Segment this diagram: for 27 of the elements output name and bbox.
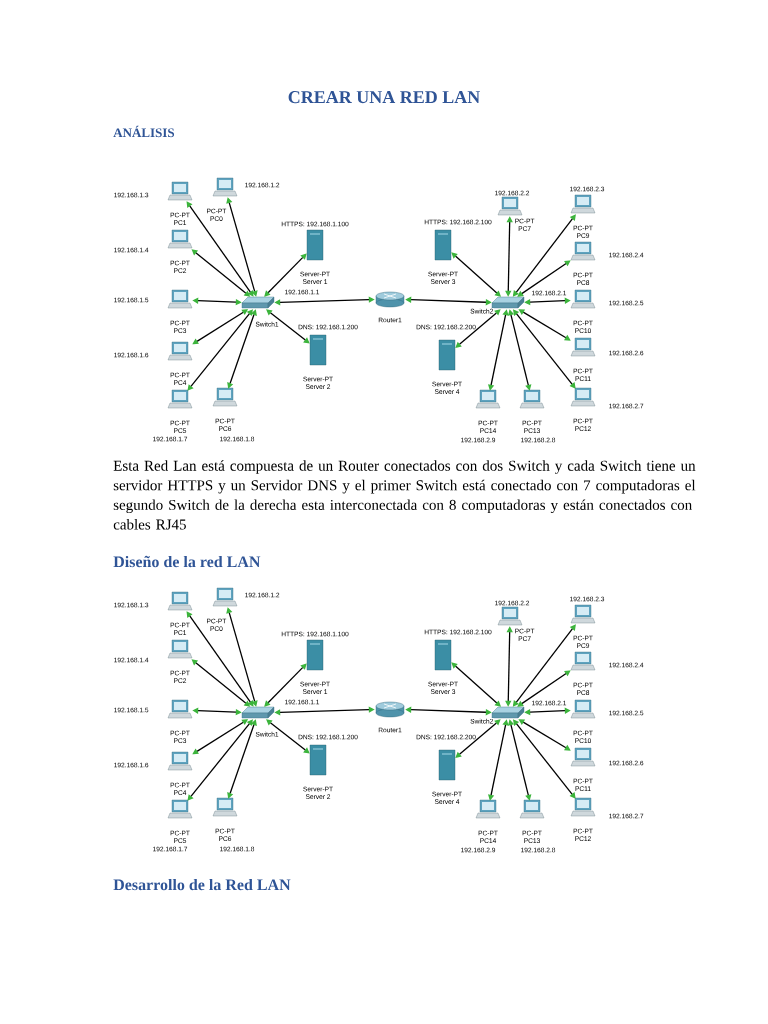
cable-line: [226, 197, 258, 297]
cable-line: [507, 719, 532, 801]
cable-line: [264, 253, 307, 297]
cable-line: [517, 670, 571, 707]
cable-line: [507, 309, 532, 391]
section-heading: Diseño de la red LAN: [113, 555, 261, 568]
cable-line: [227, 309, 257, 389]
cable-line: [187, 719, 253, 801]
cable-line: [187, 309, 253, 391]
cable-line: [518, 309, 571, 341]
cable-line: [266, 719, 310, 754]
cable-line: [226, 607, 258, 707]
cable-line: [451, 252, 501, 297]
cable-line: [518, 719, 571, 751]
cable-line: [451, 662, 501, 707]
cable-line: [455, 719, 501, 758]
paragraph: Esta Red Lan está compuesta de un Router conectados con dos Switch y cada Switch tiene un servidor HTTPS y un Servidor DNS y el primer Switch está conectado con 7 computadoras el segundo Switch de la derecha esta interconectada con 8 computadoras y están conectados con cables RJ45: [113, 460, 696, 530]
cable-line: [455, 309, 501, 348]
section-heading: Desarrollo de la Red LAN: [113, 878, 291, 891]
cable-line: [266, 309, 310, 344]
cable-line: [227, 719, 257, 799]
cable-line: [264, 663, 307, 707]
section-heading: ANÁLISIS: [113, 125, 175, 138]
cable-line: [517, 260, 571, 297]
cable-line: [186, 611, 254, 707]
title: CREAR UNA RED LAN: [288, 91, 480, 104]
cable-line: [186, 201, 254, 297]
